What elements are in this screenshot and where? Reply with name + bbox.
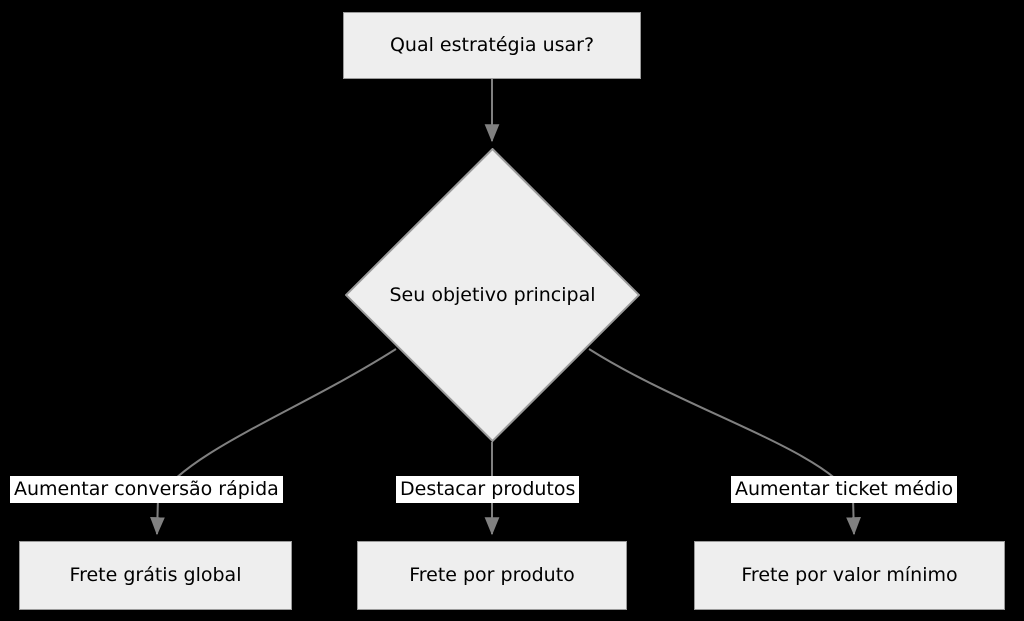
edge-label-destacar-produtos: Destacar produtos xyxy=(396,476,580,503)
node-outcome-right-label: Frete por valor mínimo xyxy=(741,564,958,587)
node-start-label: Qual estratégia usar? xyxy=(389,34,595,57)
edge-label-aumentar-ticket-medio: Aumentar ticket médio xyxy=(731,476,958,503)
edge-label-aumentar-conversao-rapida: Aumentar conversão rápida xyxy=(10,476,283,503)
node-start[interactable]: Qual estratégia usar? xyxy=(343,12,641,79)
diamond-icon xyxy=(345,148,640,442)
node-outcome-middle-label: Frete por produto xyxy=(409,564,575,587)
node-decision[interactable]: Seu objetivo principal xyxy=(345,148,640,442)
node-outcome-frete-por-valor-minimo[interactable]: Frete por valor mínimo xyxy=(694,541,1005,610)
node-outcome-frete-por-produto[interactable]: Frete por produto xyxy=(357,541,627,610)
node-decision-label: Seu objetivo principal xyxy=(389,284,596,306)
node-outcome-frete-gratis-global[interactable]: Frete grátis global xyxy=(19,541,292,610)
node-outcome-left-label: Frete grátis global xyxy=(69,564,242,587)
